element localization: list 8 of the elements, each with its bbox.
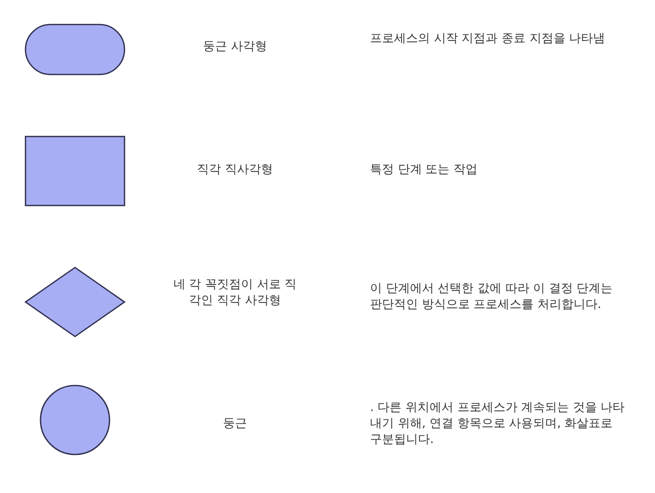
- description: . 다른 위치에서 프로세스가 계속되는 것을 나타내기 위해, 연결 항목으로 사용되며, 화살표로 구분됩니다.: [370, 399, 625, 447]
- shape-name: 둥근 사각형: [202, 38, 268, 54]
- description: 프로세스의 시작 지점과 종료 지점을 나타냄: [370, 30, 606, 46]
- description: 특정 단계 또는 작업: [370, 161, 478, 177]
- shape-name: 네 각 꼭짓점이 서로 직각인 직각 사각형: [172, 276, 298, 308]
- shape-name: 직각 직사각형: [196, 161, 274, 177]
- shape-name: 둥근: [222, 415, 248, 431]
- description: 이 단계에서 선택한 값에 따라 이 결정 단계는 판단적인 방식으로 프로세스를 처리합니다.: [370, 280, 614, 312]
